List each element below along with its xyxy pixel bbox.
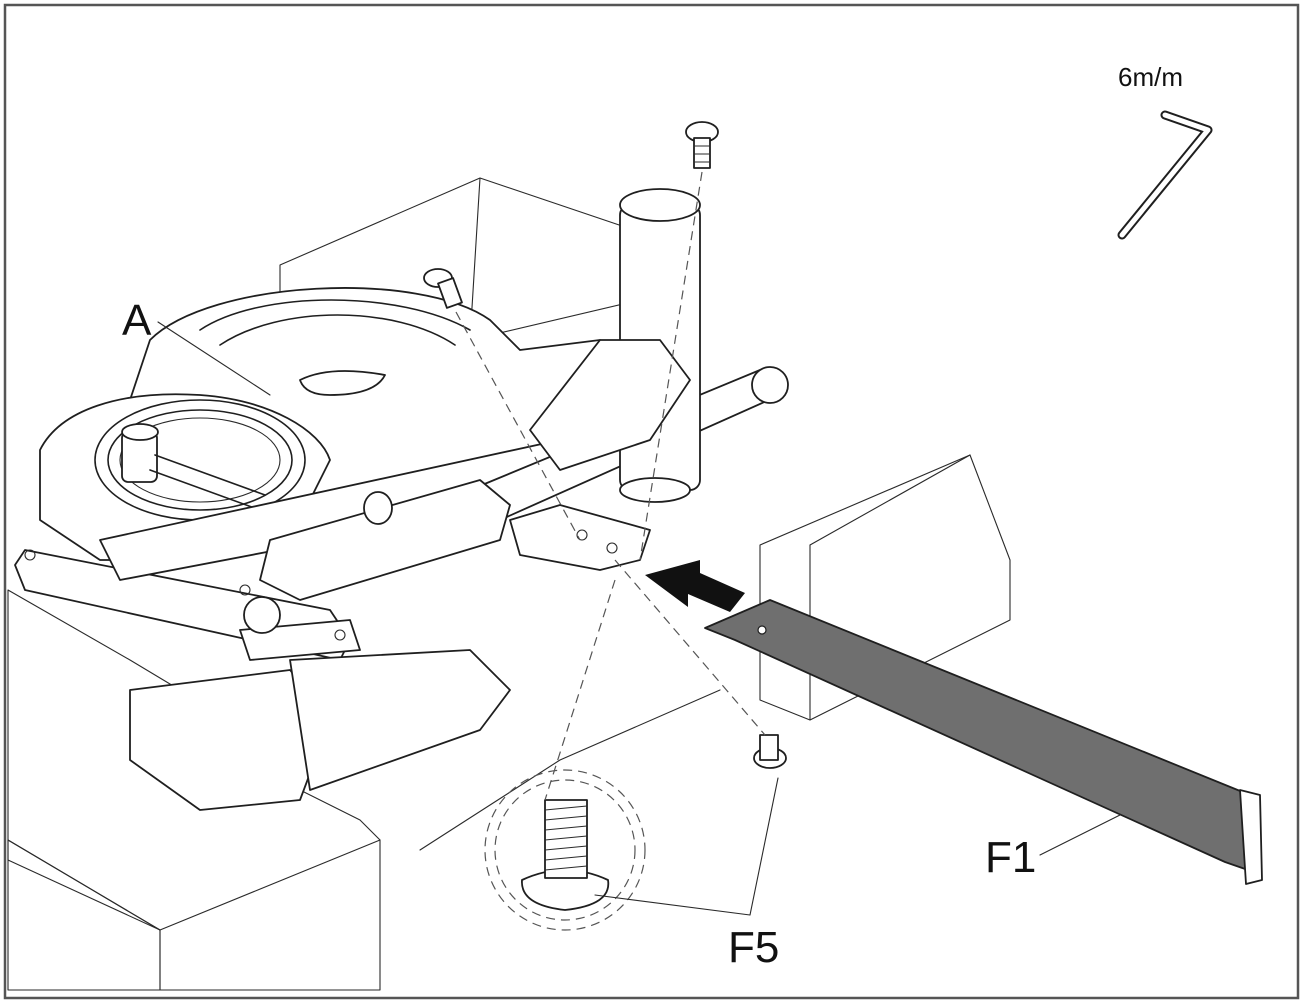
- allen-key-icon: [1117, 110, 1213, 240]
- bolt-guide-lines: [455, 171, 766, 801]
- leader-lines: [157, 321, 1121, 916]
- main-frame: [14, 188, 789, 811]
- tool-size-label: 6m/m: [1118, 62, 1183, 92]
- insert-arrow-icon: [645, 560, 745, 612]
- label-a: A: [122, 296, 152, 345]
- label-f5: F5: [728, 923, 779, 972]
- stabilizer-f1: [704, 599, 1263, 885]
- label-f1: F1: [985, 833, 1036, 882]
- bolt-icon: [423, 121, 787, 931]
